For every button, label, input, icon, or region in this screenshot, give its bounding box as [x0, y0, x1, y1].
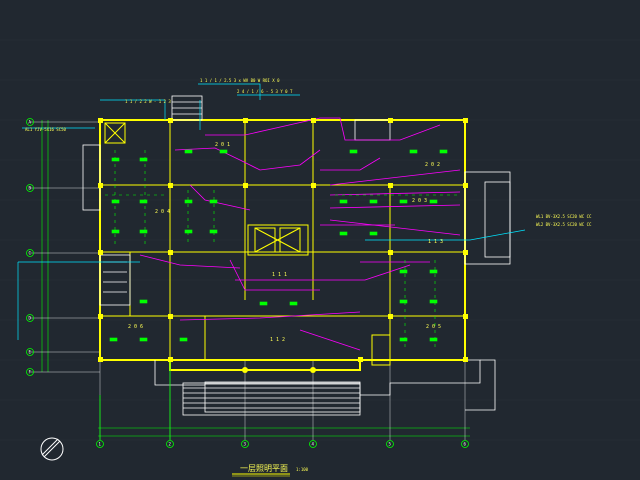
annotation-2: 2 4 / 1 / 6 - 5 3 Y 0 T — [237, 89, 293, 94]
axis-label-d: D — [29, 316, 32, 321]
room-label-7: 1 1 1 — [272, 272, 287, 278]
annotation-6: AL1 YJV-5X16 SC50 — [25, 127, 67, 132]
room-label-1: 2 0 1 — [215, 142, 230, 148]
axis-label-4: 4 — [312, 442, 315, 447]
title-block: 一层照明平面 1:100 — [232, 464, 309, 477]
axis-label-2: 2 — [169, 442, 172, 447]
axis-label-1: 1 — [99, 442, 102, 447]
axis-label-3: 3 — [244, 442, 247, 447]
drawing-title: 一层照明平面 — [240, 464, 288, 473]
background-grid — [0, 39, 640, 441]
annotation-4: WL1 BV-3X2.5 SC20 WC CC — [536, 214, 592, 219]
room-label-4: 2 0 4 — [155, 209, 170, 215]
axis-label-5: 5 — [389, 442, 392, 447]
axis-label-c: C — [29, 251, 32, 256]
structural-columns — [98, 118, 468, 373]
annotation-5: WL2 BV-3X2.5 SC20 WC CC — [536, 222, 592, 227]
room-label-2: 2 0 2 — [425, 162, 440, 168]
axis-label-e: E — [29, 350, 32, 355]
axis-label-f: F — [29, 370, 32, 375]
axis-bubbles-bottom — [96, 360, 469, 448]
room-label-3: 2 0 3 — [412, 198, 427, 204]
axis-label-b: B — [29, 186, 32, 191]
axis-label-6: 6 — [464, 442, 467, 447]
axis-label-a: A — [29, 120, 32, 125]
annotation-3: 1 1 / 2 2 W - 1 2 3 — [125, 99, 171, 104]
wiring-runs — [139, 117, 461, 351]
room-label-6: 2 0 6 — [128, 324, 143, 330]
cyan-leaders — [17, 83, 526, 340]
dimension-lines — [41, 120, 470, 437]
light-fixtures — [99, 149, 460, 440]
drawing-scale: 1:100 — [296, 467, 309, 472]
room-label-5: 2 0 5 — [426, 324, 441, 330]
north-arrow-icon — [40, 437, 64, 461]
annotation-1: 1 1 / 1 / 2.5 3 x WV B0 W ROI X 0 — [200, 78, 280, 83]
building-walls — [99, 119, 466, 371]
axis-bubbles-left — [26, 118, 100, 376]
stair-cores — [104, 122, 391, 366]
room-label-8: 1 1 2 — [270, 337, 285, 343]
room-label-9: 1 1 3 — [428, 239, 443, 245]
